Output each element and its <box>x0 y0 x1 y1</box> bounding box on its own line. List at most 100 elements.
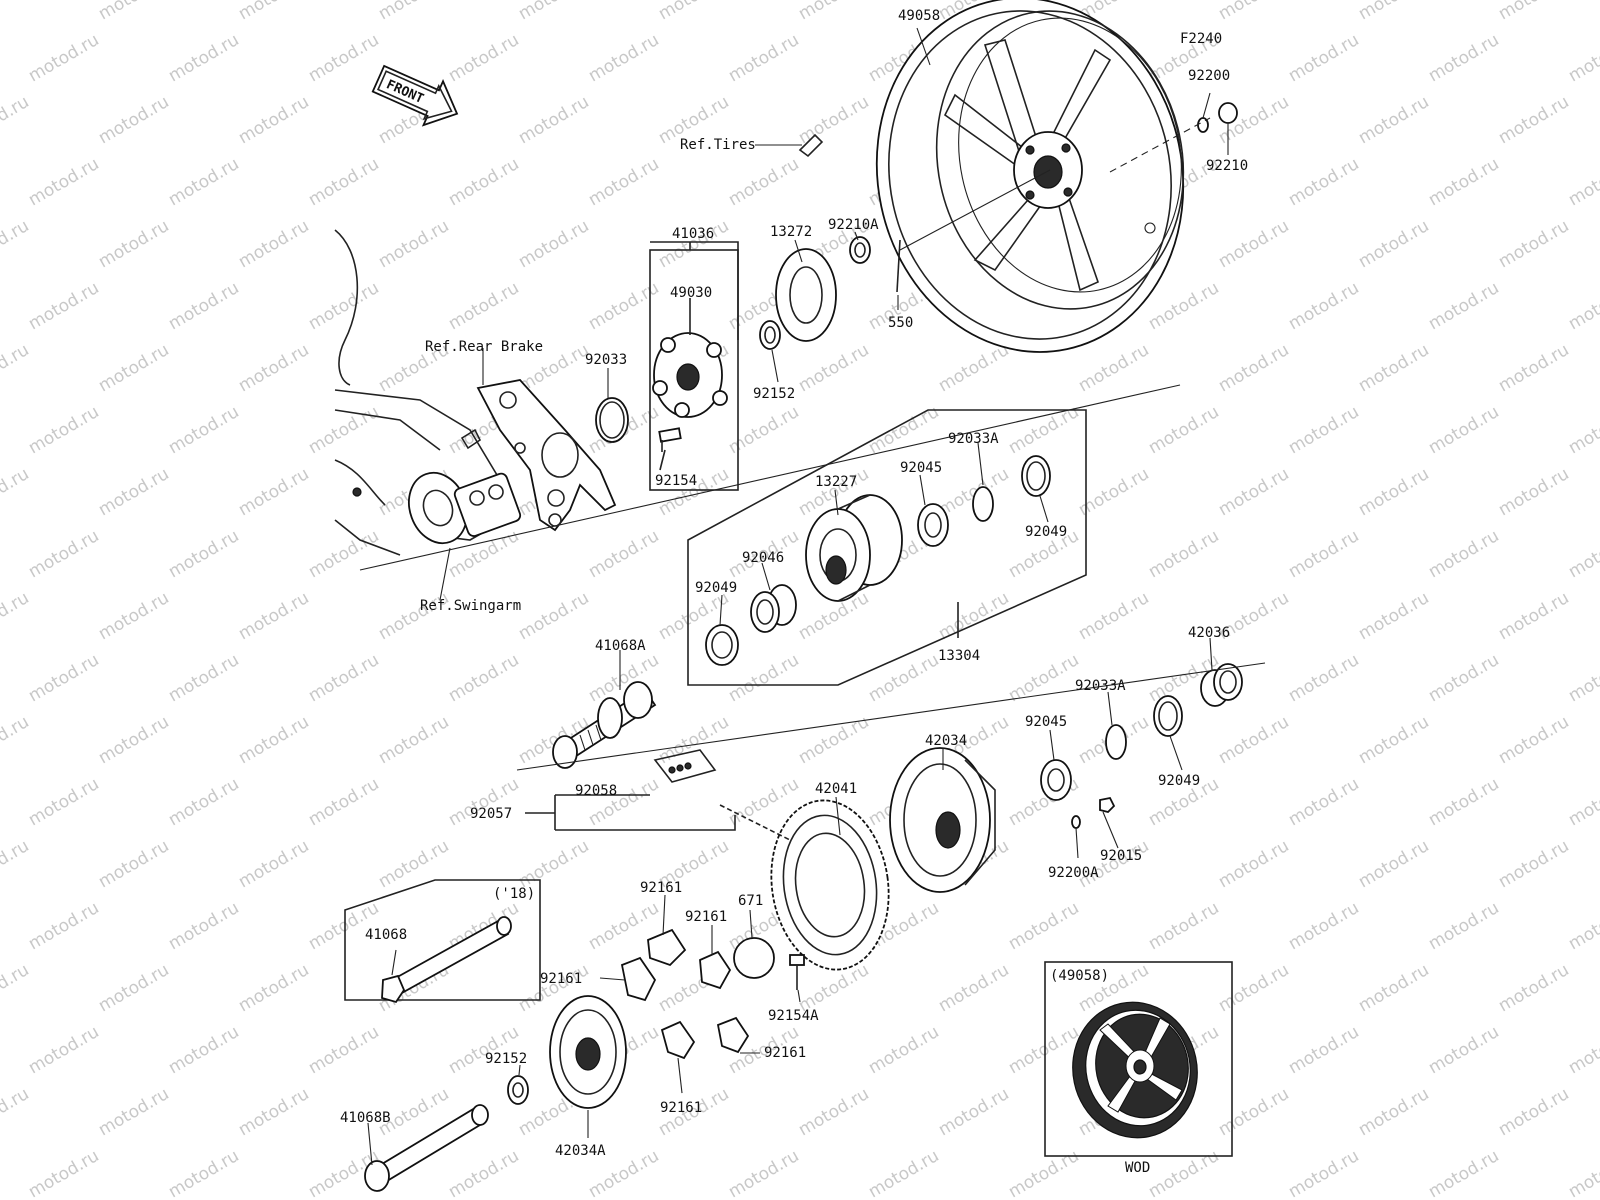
label-49058: 49058 <box>898 8 940 24</box>
watermark-text: motod.ru <box>1565 30 1600 86</box>
part-axle-41068A <box>552 681 657 769</box>
watermark-text: motod.ru <box>95 340 173 396</box>
label-42034: 42034 <box>925 733 967 749</box>
part-nut-92015 <box>1099 796 1116 813</box>
watermark-text: motod.ru <box>165 526 243 582</box>
watermark-text: motod.ru <box>725 30 803 86</box>
watermark-text: motod.ru <box>1285 402 1363 458</box>
label-92210: 92210 <box>1206 158 1248 174</box>
watermark-text: motod.ru <box>1285 1146 1363 1200</box>
label-41068: 41068 <box>365 927 407 943</box>
labels: F2240 49058 92200 92210 Ref.Tires 41036 … <box>340 8 1248 1176</box>
watermark-text: motod.ru <box>1425 898 1503 954</box>
watermark-text: motod.ru <box>655 0 733 24</box>
watermark-text: motod.ru <box>1075 588 1153 644</box>
part-plate-13272 <box>775 248 837 342</box>
watermark-text: motod.ru <box>0 216 33 272</box>
watermark-text: motod.ru <box>165 650 243 706</box>
watermark-text: motod.ru <box>865 1146 943 1200</box>
label-92161-e: 92161 <box>660 1100 702 1116</box>
watermark-text: motod.ru <box>0 92 33 148</box>
watermark-text: motod.ru <box>1565 650 1600 706</box>
watermark-text: motod.ru <box>1355 960 1433 1016</box>
label-92015: 92015 <box>1100 848 1142 864</box>
label-92045-b: 92045 <box>1025 714 1067 730</box>
label-92154: 92154 <box>655 473 697 489</box>
watermark-text: motod.ru <box>585 30 663 86</box>
watermark-text: motod.ru <box>235 960 313 1016</box>
watermark-text: motod.ru <box>0 960 33 1016</box>
watermark-text: motod.ru <box>1285 650 1363 706</box>
watermark-text: motod.ru <box>95 960 173 1016</box>
label-49030: 49030 <box>670 285 712 301</box>
part-bearing-92045-b <box>1040 759 1072 801</box>
watermark-text: motod.ru <box>1005 1146 1083 1200</box>
watermark-text: motod.ru <box>1355 464 1433 520</box>
watermark-text: motod.ru <box>935 960 1013 1016</box>
watermark-text: motod.ru <box>515 216 593 272</box>
watermark-text: motod.ru <box>585 154 663 210</box>
watermark-text: motod.ru <box>305 774 383 830</box>
watermark-text: motod.ru <box>1425 278 1503 334</box>
label-42036: 42036 <box>1188 625 1230 641</box>
watermark-text: motod.ru <box>865 650 943 706</box>
watermark-text: motod.ru <box>1285 278 1363 334</box>
part-collar-92152-b <box>507 1075 529 1105</box>
watermark-text: motod.ru <box>95 588 173 644</box>
watermark-text: motod.ru <box>585 526 663 582</box>
watermark-text: motod.ru <box>865 1022 943 1078</box>
watermark-text: motod.ru <box>935 588 1013 644</box>
watermark-text: motod.ru <box>235 92 313 148</box>
part-collar-42036 <box>1200 663 1243 707</box>
watermark-text: motod.ru <box>515 0 593 24</box>
watermark-text: motod.ru <box>1425 1022 1503 1078</box>
watermark-text: motod.ru <box>95 712 173 768</box>
watermark-text: motod.ru <box>375 0 453 24</box>
watermark-text: motod.ru <box>1495 92 1573 148</box>
watermark-text: motod.ru <box>25 1146 103 1200</box>
label-92152-b: 92152 <box>485 1051 527 1067</box>
watermark-text: motod.ru <box>1565 1022 1600 1078</box>
watermark-text: motod.ru <box>1565 402 1600 458</box>
label-92152-a: 92152 <box>753 386 795 402</box>
watermark-text: motod.ru <box>305 154 383 210</box>
label-92161-d: 92161 <box>764 1045 806 1061</box>
part-dampers-92161 <box>620 928 750 1060</box>
watermark-text: motod.ru <box>235 1084 313 1140</box>
watermark-text: motod.ru <box>305 526 383 582</box>
watermark-text: motod.ru <box>165 154 243 210</box>
diagram-id: F2240 <box>1180 31 1222 47</box>
watermark-text: motod.ru <box>1565 1146 1600 1200</box>
watermark-text: motod.ru <box>1215 216 1293 272</box>
label-92210A: 92210A <box>828 217 879 233</box>
watermark-text: motod.ru <box>95 216 173 272</box>
watermark-text: motod.ru <box>375 216 453 272</box>
watermark-text: motod.ru <box>1425 526 1503 582</box>
watermark-text: motod.ru <box>795 0 873 24</box>
ref-rear-brake: Ref.Rear Brake <box>425 339 543 355</box>
watermark-text: motod.ru <box>165 1022 243 1078</box>
watermark-text: motod.ru <box>165 898 243 954</box>
watermark-text: motod.ru <box>795 340 873 396</box>
label-42041: 42041 <box>815 781 857 797</box>
label-92033A-a: 92033A <box>948 431 999 447</box>
watermark-text: motod.ru <box>25 1022 103 1078</box>
watermark-text: motod.ru <box>655 216 733 272</box>
watermark-text: motod.ru <box>0 588 33 644</box>
watermark-text: motod.ru <box>1215 712 1293 768</box>
watermark-text: motod.ru <box>1355 92 1433 148</box>
watermark-text: motod.ru <box>725 154 803 210</box>
watermark-text: motod.ru <box>1495 588 1573 644</box>
watermark-text: motod.ru <box>1355 340 1433 396</box>
label-92057: 92057 <box>470 806 512 822</box>
watermark-text: motod.ru <box>1495 960 1573 1016</box>
watermark-text: motod.ru <box>515 92 593 148</box>
part-circlip-92033 <box>595 397 629 443</box>
label-92049-b: 92049 <box>695 580 737 596</box>
watermark-text: motod.ru <box>1285 154 1363 210</box>
watermark-text: motod.ru <box>585 278 663 334</box>
part-sprocket-42041 <box>770 799 890 971</box>
watermark-text: motod.ru <box>1355 0 1433 24</box>
watermark-text: motod.ru <box>1425 402 1503 458</box>
part-circlip-92033A-b <box>1105 724 1127 760</box>
